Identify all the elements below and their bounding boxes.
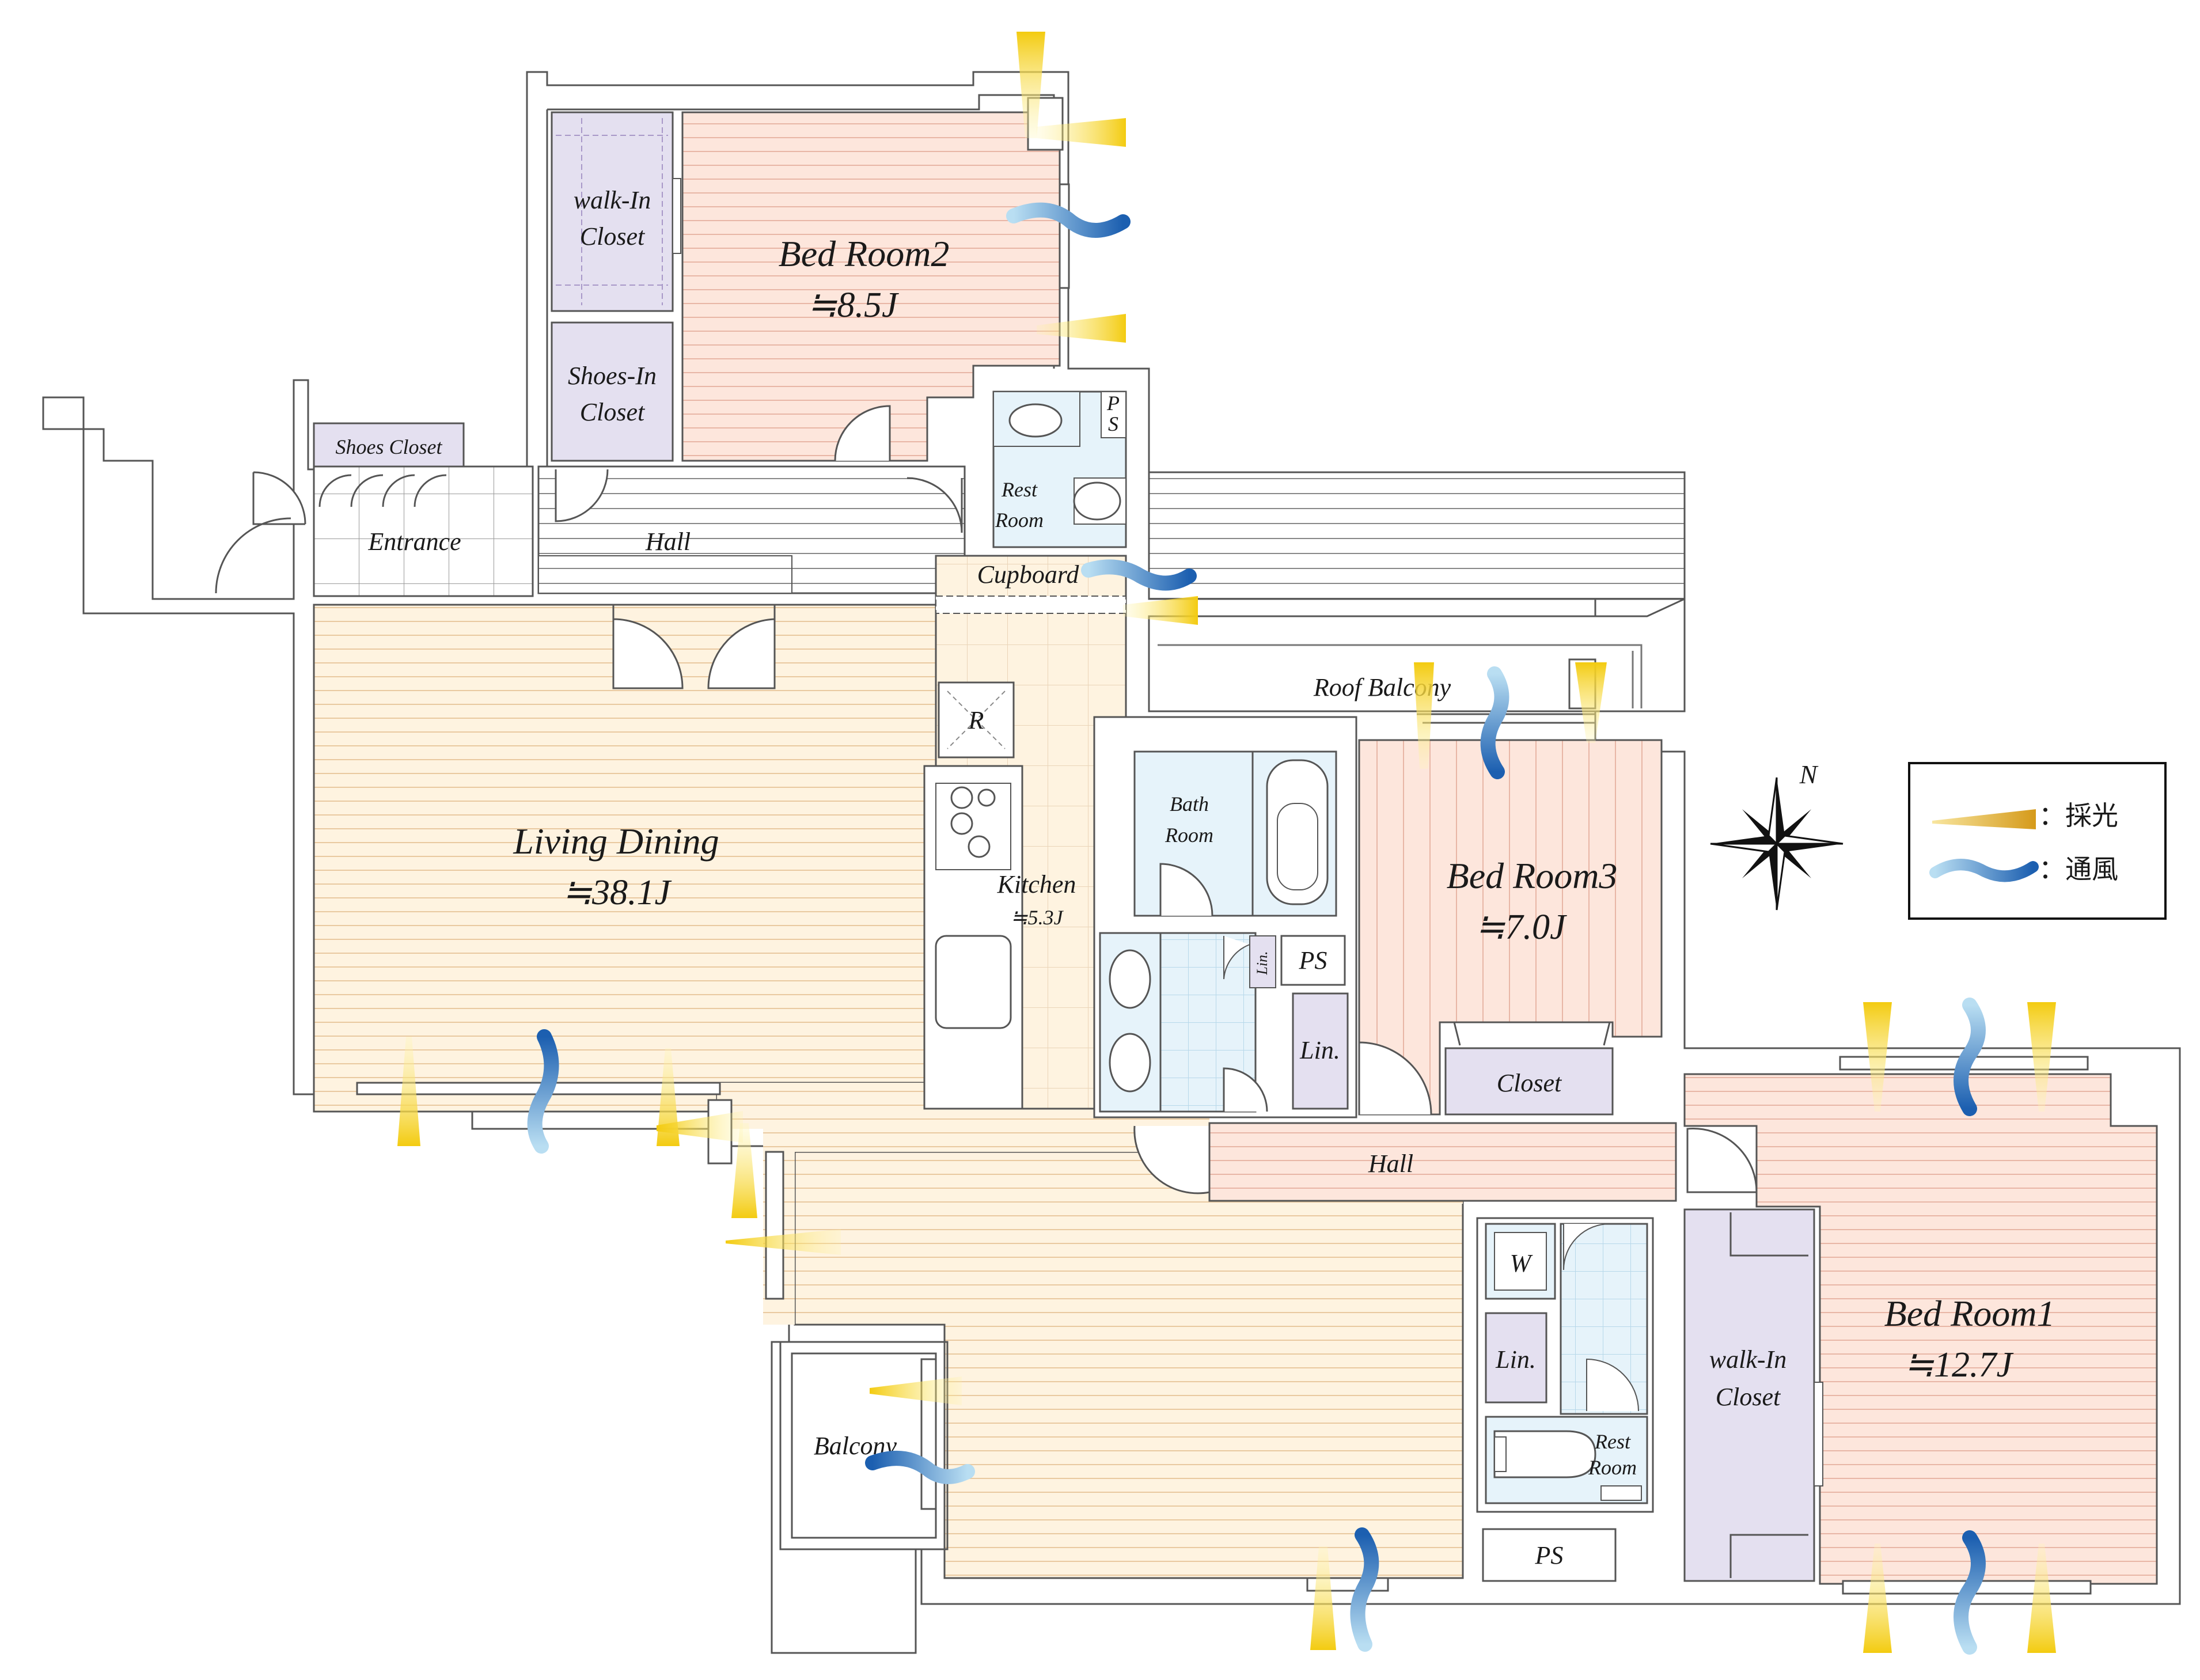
walk-in-closet-top-label-1: walk-In xyxy=(574,186,651,214)
bedroom-2-name: Bed Room2 xyxy=(779,233,950,274)
walk-in-closet-top-label-2: Closet xyxy=(580,222,646,251)
walk-in-closet-br1-label-1: walk-In xyxy=(1709,1345,1786,1374)
shoes-in-closet-label-2: Closet xyxy=(580,398,646,426)
bedroom-2: Bed Room2 ≒8.5J xyxy=(681,111,1061,462)
bedroom-1-area: ≒12.7J xyxy=(1904,1345,2014,1385)
compass-icon xyxy=(1710,777,1844,911)
bedroom-2-area: ≒8.5J xyxy=(807,286,899,325)
entrance: Shoes Closet Entrance xyxy=(215,422,534,597)
bedroom-3: Closet Bed Room3 ≒7.0J xyxy=(1358,739,1663,1116)
bedroom-3-area: ≒7.0J xyxy=(1475,908,1567,947)
legend-light-icon xyxy=(1932,809,2036,829)
legend-wind-label: ：通風 xyxy=(2039,854,2118,885)
bath-area: Bath Room Lin. PS Lin. xyxy=(1093,716,1357,1118)
hall-south-label: Hall xyxy=(1368,1150,1413,1178)
bedroom-1-name: Bed Room1 xyxy=(1884,1293,2055,1334)
walk-in-closet-br1-label-2: Closet xyxy=(1716,1383,1781,1411)
lin-south-label: Lin. xyxy=(1495,1345,1536,1374)
kitchen: R Kitchen ≒5.3J Cupboard xyxy=(923,555,1127,1110)
cupboard-label: Cupboard xyxy=(977,560,1080,589)
legend: ：採光 ：通風 xyxy=(1908,762,2167,920)
bedroom-1: walk-In Closet Bed Room1 ≒12.7J xyxy=(1683,1073,2158,1585)
lin-small-label: Lin. xyxy=(1254,951,1270,975)
north-hall: Hall xyxy=(537,465,966,594)
legend-light-label: ：採光 xyxy=(2039,800,2118,831)
shoes-in-closet-label-1: Shoes-In xyxy=(568,362,657,390)
hall-north-label: Hall xyxy=(645,528,691,556)
refrigerator-label: R xyxy=(968,706,984,734)
rest-room-north: P S Rest Room xyxy=(992,390,1127,548)
light-arrows xyxy=(397,32,2056,1653)
entrance-label: Entrance xyxy=(367,528,461,556)
walk-in-closet-top: walk-In Closet xyxy=(551,111,681,312)
bedroom-3-name: Bed Room3 xyxy=(1447,855,1618,896)
kitchen-area: ≒5.3J xyxy=(1010,906,1064,929)
rest-room-south-label-1: Rest xyxy=(1594,1430,1631,1453)
wind-arrows xyxy=(527,202,1986,1655)
shoes-closet-label: Shoes Closet xyxy=(336,435,443,458)
living-dining-area: ≒38.1J xyxy=(562,873,672,912)
south-utility: W Lin. Rest Room PS xyxy=(1476,1217,1654,1582)
shoes-in-closet: Shoes-In Closet xyxy=(551,321,674,462)
living-dining-name: Living Dining xyxy=(513,821,719,862)
kitchen-name: Kitchen xyxy=(997,870,1076,898)
closet-br3-label: Closet xyxy=(1497,1069,1562,1097)
rest-room-north-label-2: Room xyxy=(995,509,1044,532)
bath-room-label-2: Room xyxy=(1165,824,1213,847)
washer-label: W xyxy=(1510,1249,1533,1277)
rest-room-north-label-1: Rest xyxy=(1001,478,1038,501)
lin-mid-label: Lin. xyxy=(1299,1036,1340,1064)
rest-room-south-label-2: Room xyxy=(1588,1456,1637,1479)
legend-wind-icon xyxy=(1929,859,2039,882)
ps-north-label-1: P xyxy=(1106,392,1120,415)
south-hall: Hall xyxy=(1133,1122,1758,1202)
ps-south-label: PS xyxy=(1535,1541,1564,1569)
bath-room-label-1: Bath xyxy=(1170,792,1209,816)
ps-mid-label: PS xyxy=(1299,946,1327,974)
ps-north-label-2: S xyxy=(1108,412,1118,435)
compass-north-label: N xyxy=(1799,760,1819,789)
